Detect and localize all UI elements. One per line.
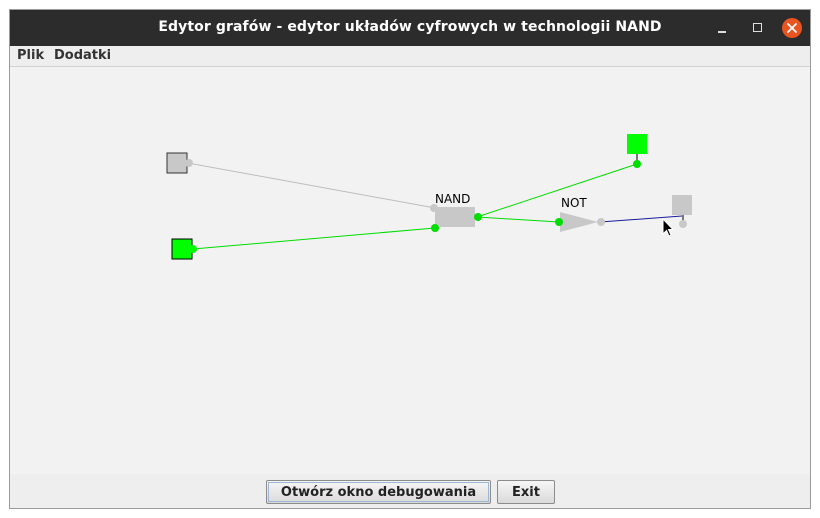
wire-not-output — [599, 215, 683, 223]
menu-bar: Plik Dodatki — [10, 46, 810, 67]
title-bar[interactable]: Edytor grafów - edytor układów cyfrowych… — [10, 10, 810, 46]
wire-nand-not — [476, 216, 560, 223]
wire-nand-output — [476, 163, 638, 218]
output-node-not[interactable] — [672, 195, 692, 215]
maximize-icon[interactable] — [748, 18, 768, 38]
nand-input-a-pin — [430, 204, 438, 212]
output-node-nand[interactable] — [627, 134, 647, 154]
input-1-pin — [185, 159, 193, 167]
close-icon[interactable] — [782, 18, 802, 38]
input-2-pin — [189, 245, 197, 253]
not-label: NOT — [561, 196, 587, 210]
not-output-pin — [597, 218, 605, 226]
open-debug-window-button[interactable]: Otwórz okno debugowania — [266, 480, 491, 504]
exit-button[interactable]: Exit — [497, 480, 555, 504]
nand-output-pin — [474, 213, 482, 221]
circuit-diagram: NAND NOT — [166, 134, 692, 260]
not-gate[interactable] — [560, 212, 598, 232]
output-not-pin — [679, 220, 687, 228]
menu-dodatki[interactable]: Dodatki — [54, 48, 112, 63]
nand-label: NAND — [435, 192, 470, 206]
button-bar: Otwórz okno debugowania Exit — [10, 474, 810, 508]
graph-canvas[interactable]: NAND NOT — [10, 67, 810, 474]
mouse-cursor-icon — [662, 217, 675, 237]
output-nand-pin — [633, 160, 641, 168]
wire-input1-nand — [187, 162, 436, 209]
window-title: Edytor grafów - edytor układów cyfrowych… — [158, 19, 662, 35]
nand-gate[interactable] — [435, 207, 475, 227]
wire-input2-nand — [192, 227, 436, 250]
app-window: Edytor grafów - edytor układów cyfrowych… — [9, 9, 811, 509]
nand-input-b-pin — [431, 224, 439, 232]
input-node-1[interactable] — [166, 152, 188, 174]
not-input-pin — [555, 218, 563, 226]
minimize-icon[interactable] — [712, 18, 732, 38]
menu-plik[interactable]: Plik — [17, 48, 45, 63]
